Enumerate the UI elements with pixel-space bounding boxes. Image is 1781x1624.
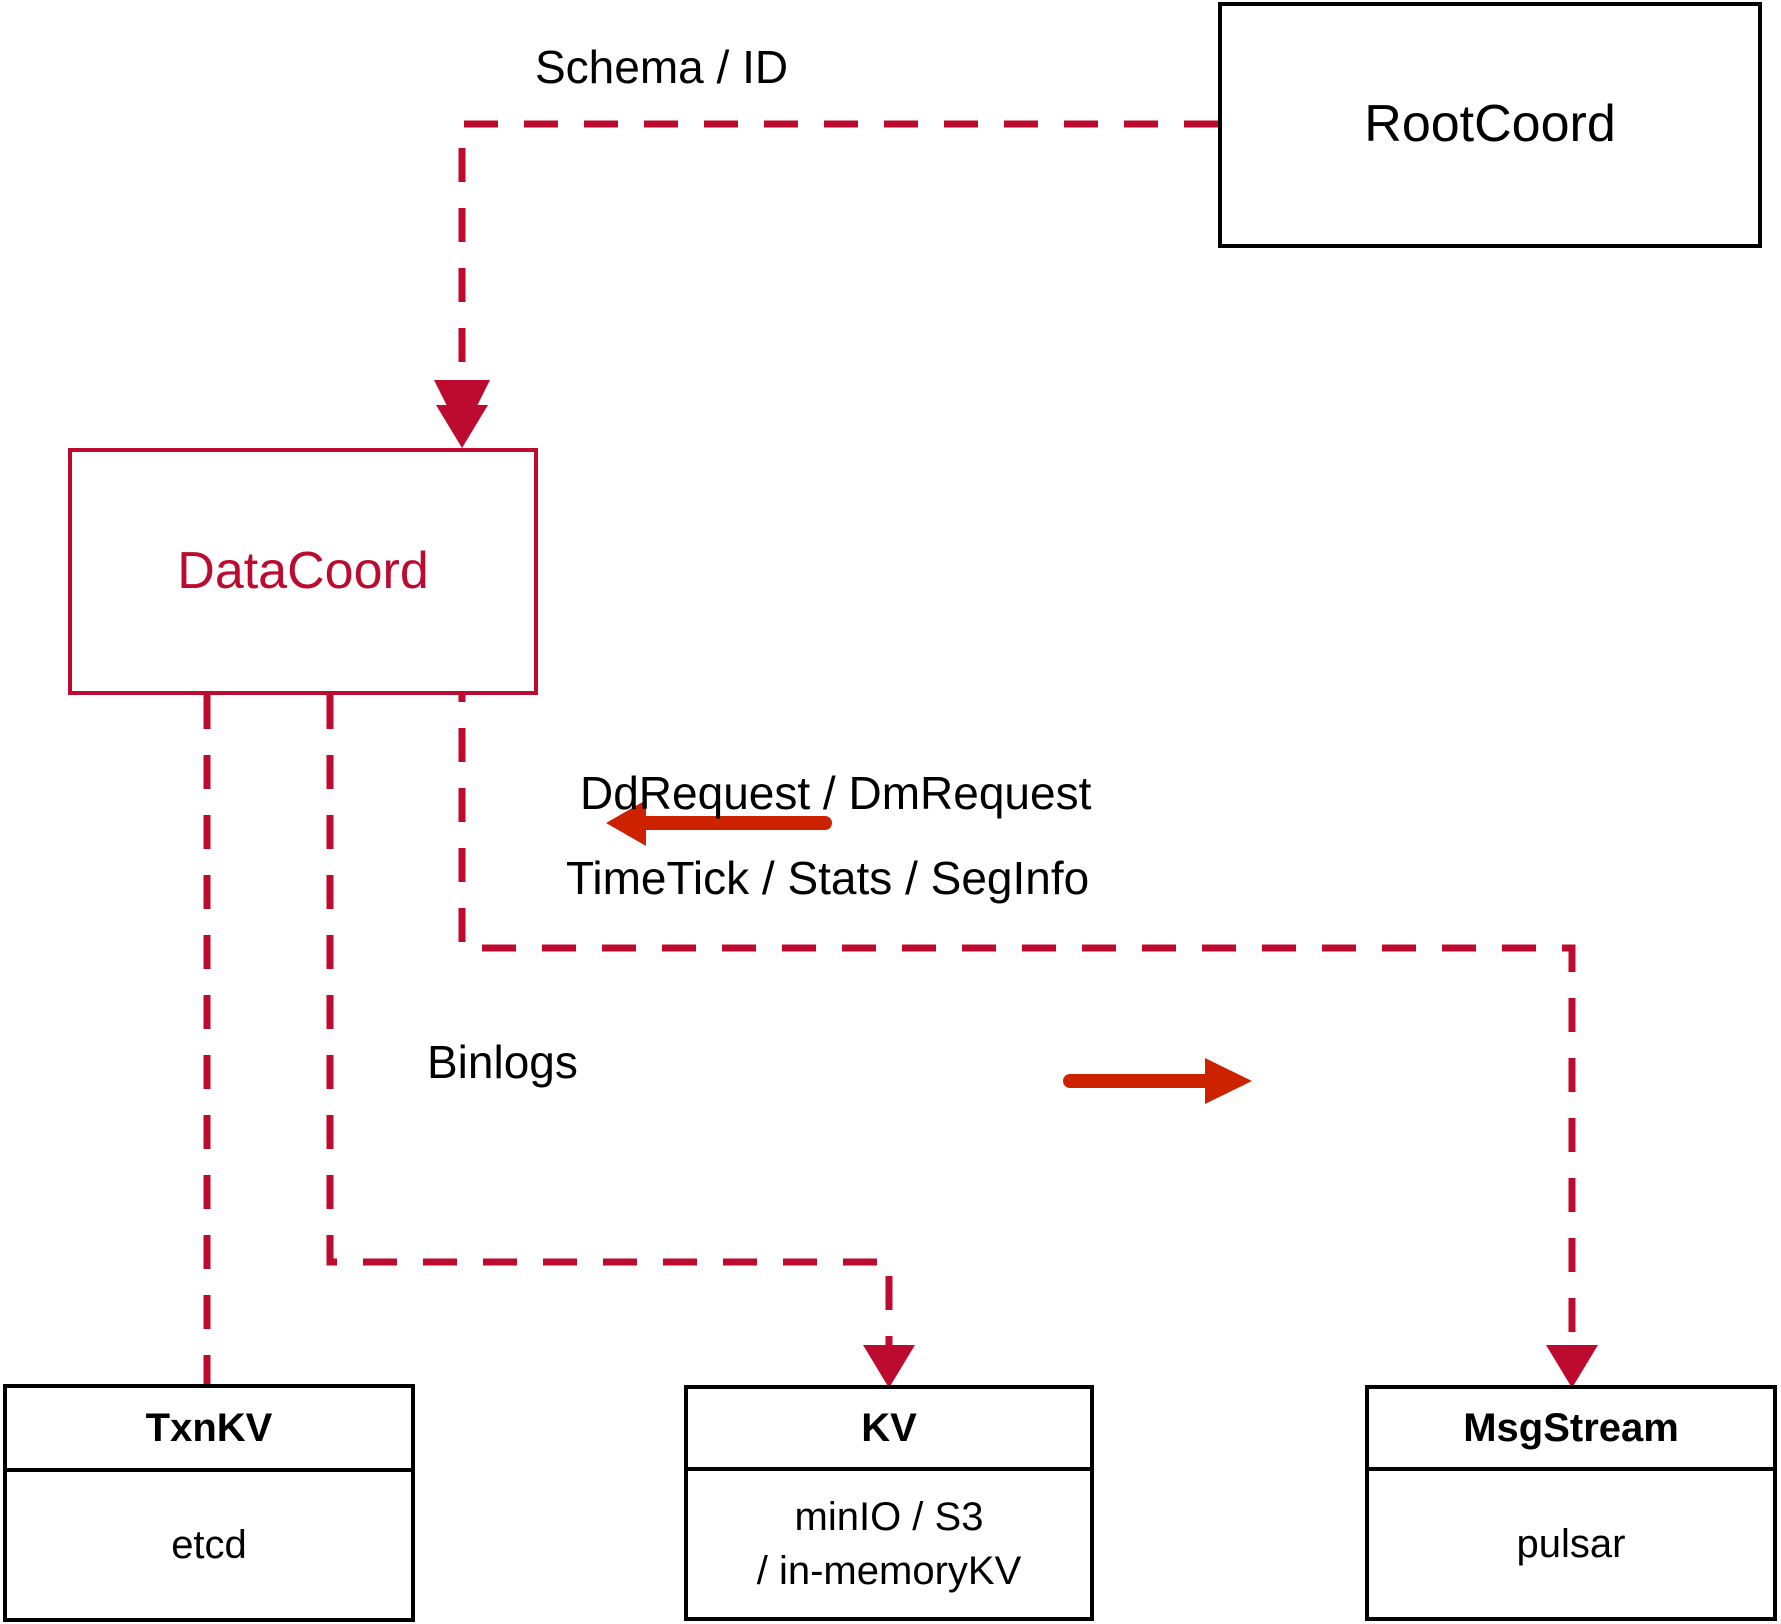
edge-schema-id xyxy=(434,120,1218,448)
node-rootcoord[interactable]: RootCoord xyxy=(1218,2,1762,248)
edge-request-stream xyxy=(436,620,1598,1388)
node-kv-body-line-1: minIO / S3 xyxy=(794,1495,984,1539)
node-datacoord-label: DataCoord xyxy=(177,541,429,600)
edge-label-schema-id: Schema / ID xyxy=(535,41,789,93)
arrow-outbound-right xyxy=(1063,1058,1252,1104)
node-msgstream[interactable]: MsgStream pulsar xyxy=(1365,1385,1777,1621)
node-msgstream-body-line-1: pulsar xyxy=(1516,1522,1626,1566)
node-txnkv-body: etcd xyxy=(7,1472,411,1618)
node-txnkv-header: TxnKV xyxy=(7,1388,411,1472)
node-kv[interactable]: KV minIO / S3 / in-memoryKV xyxy=(684,1385,1094,1621)
node-msgstream-body: pulsar xyxy=(1369,1471,1773,1617)
node-kv-body-line-2: / in-memoryKV xyxy=(756,1549,1022,1593)
edge-label-dd-dm-request: DdRequest / DmRequest xyxy=(580,767,1092,819)
node-rootcoord-label: RootCoord xyxy=(1364,95,1616,154)
node-msgstream-header: MsgStream xyxy=(1369,1389,1773,1471)
edge-label-binlogs: Binlogs xyxy=(427,1036,578,1088)
node-txnkv[interactable]: TxnKV etcd xyxy=(3,1384,415,1622)
node-datacoord[interactable]: DataCoord xyxy=(68,448,538,695)
edge-label-timetick-stats-seginfo: TimeTick / Stats / SegInfo xyxy=(566,852,1090,904)
node-kv-header: KV xyxy=(688,1389,1090,1471)
node-kv-body: minIO / S3 / in-memoryKV xyxy=(688,1471,1090,1617)
node-txnkv-body-line-1: etcd xyxy=(171,1523,247,1567)
